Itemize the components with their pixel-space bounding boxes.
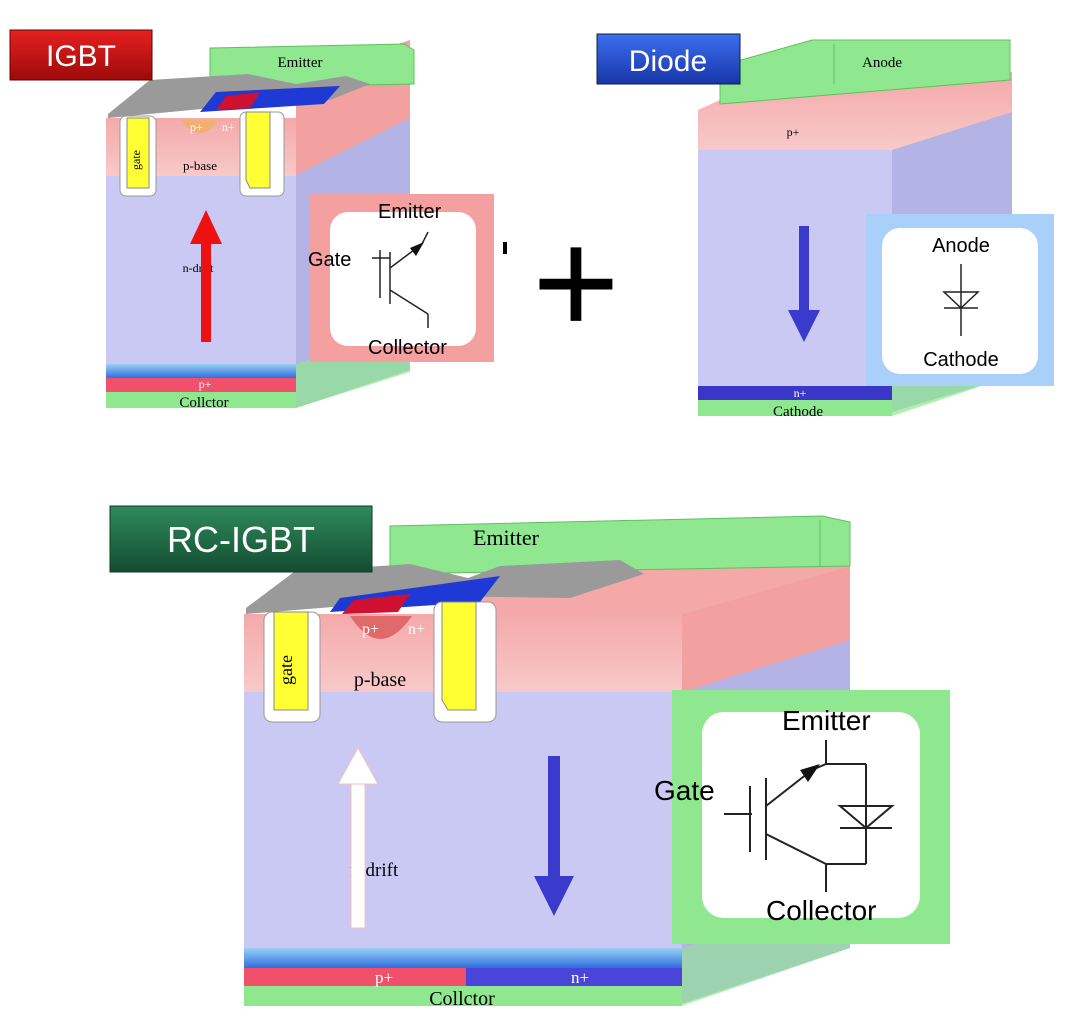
rc-p-plus-bottom-label: p+	[375, 968, 393, 987]
diode-symbol-cathode-label: Cathode	[923, 349, 999, 371]
rc-p-plus-strip	[342, 594, 410, 614]
rc-igbt-badge	[109, 505, 373, 573]
igbt-p-plus-collector-layer	[106, 378, 296, 392]
rc-gate-poly-left	[273, 611, 309, 711]
rc-p-base-label: p-base	[354, 669, 406, 691]
rc-n-plus-top-label: n+	[408, 621, 425, 638]
igbt-symbol-gate-label: Gate	[308, 249, 351, 271]
igbt-gate-poly-right	[245, 111, 271, 189]
diode-badge-label: Diode	[629, 45, 707, 78]
igbt-gate-label: gate	[129, 150, 143, 170]
igbt-p-plus-well	[182, 120, 218, 133]
igbt-p-plus-bottom-label: p+	[199, 377, 212, 391]
rc-buffer-layer	[244, 948, 682, 968]
rc-emitter-arrowhead	[800, 764, 820, 782]
rc-symbol-gate-label: Gate	[654, 775, 715, 806]
diode-p-plus-region	[698, 74, 1012, 150]
plus-sign: +	[532, 198, 620, 366]
rc-collector-label: Collctor	[429, 988, 495, 1010]
rc-symbol-emitter-label: Emitter	[782, 705, 871, 736]
igbt-p-base-label: p-base	[183, 158, 217, 173]
igbt-p-plus-strip	[216, 92, 260, 110]
diode-symbol-card	[882, 228, 1038, 374]
rc-symbol-collector-label: Collector	[766, 895, 876, 926]
igbt-emitter-arrowhead	[410, 242, 424, 256]
diode-badge	[596, 33, 741, 85]
diode-n-plus-label: n+	[794, 386, 807, 400]
rc-diode-current-arrow-down	[534, 756, 574, 916]
rc-emitter-label: Emitter	[473, 525, 540, 550]
diode-drift-region	[698, 150, 892, 386]
diode-symbol-anode-label: Anode	[932, 235, 990, 257]
igbt-structure: p+ n+ gate p-base n-drift p+ Collctor Em…	[9, 29, 494, 411]
rc-gate-label: gate	[276, 655, 296, 685]
rc-igbt-structure: Emitter p+ n+ gate p-base n-drift p+ n+ …	[109, 505, 950, 1010]
rc-p-plus-well	[350, 616, 412, 639]
igbt-emitter-label: Emitter	[278, 55, 323, 71]
rc-p-plus-top-label: p+	[362, 621, 379, 638]
diode-cathode-metal	[698, 400, 892, 416]
igbt-p-plus-top-label: p+	[190, 120, 203, 134]
igbt-gate-oxide-left	[108, 74, 296, 118]
igbt-buffer-layer	[106, 364, 296, 378]
rc-igbt-current-arrow-up	[337, 746, 379, 929]
igbt-badge-label: IGBT	[46, 40, 116, 73]
rc-side-pbase	[682, 566, 850, 692]
diode-anode-metal	[719, 39, 1011, 105]
rc-gate-oxide-left	[246, 564, 468, 614]
igbt-current-arrow-up	[190, 210, 222, 342]
igbt-gate-poly-left	[126, 117, 150, 189]
tick-mark	[503, 242, 507, 254]
diode-p-plus-label: p+	[787, 125, 800, 139]
igbt-collector-label: Collctor	[179, 395, 228, 411]
diode-n-plus-layer	[698, 386, 892, 400]
igbt-badge	[9, 29, 153, 81]
diode-anode-label: Anode	[862, 55, 902, 71]
igbt-n-plus-top-label: n+	[222, 120, 235, 134]
igbt-collector-metal	[106, 392, 296, 408]
rc-n-plus-collector-layer	[466, 968, 682, 986]
rc-n-plus-bottom-label: n+	[571, 968, 589, 987]
diode-symbol	[942, 264, 980, 336]
rc-igbt-badge-label: RC-IGBT	[167, 519, 315, 560]
diode-cathode-label: Cathode	[773, 404, 823, 420]
rc-gate-poly-right	[441, 601, 477, 711]
igbt-symbol-collector-label: Collector	[368, 337, 447, 359]
igbt-symbol-card	[330, 212, 476, 346]
rc-collector-metal	[244, 986, 682, 1006]
igbt-symbol-emitter-label: Emitter	[378, 201, 442, 223]
diode-structure: Anode p+ n+ Cathode Anode Cathode Diode	[596, 33, 1054, 420]
rc-p-plus-collector-layer	[244, 968, 466, 986]
diode-current-arrow-down	[788, 226, 820, 342]
